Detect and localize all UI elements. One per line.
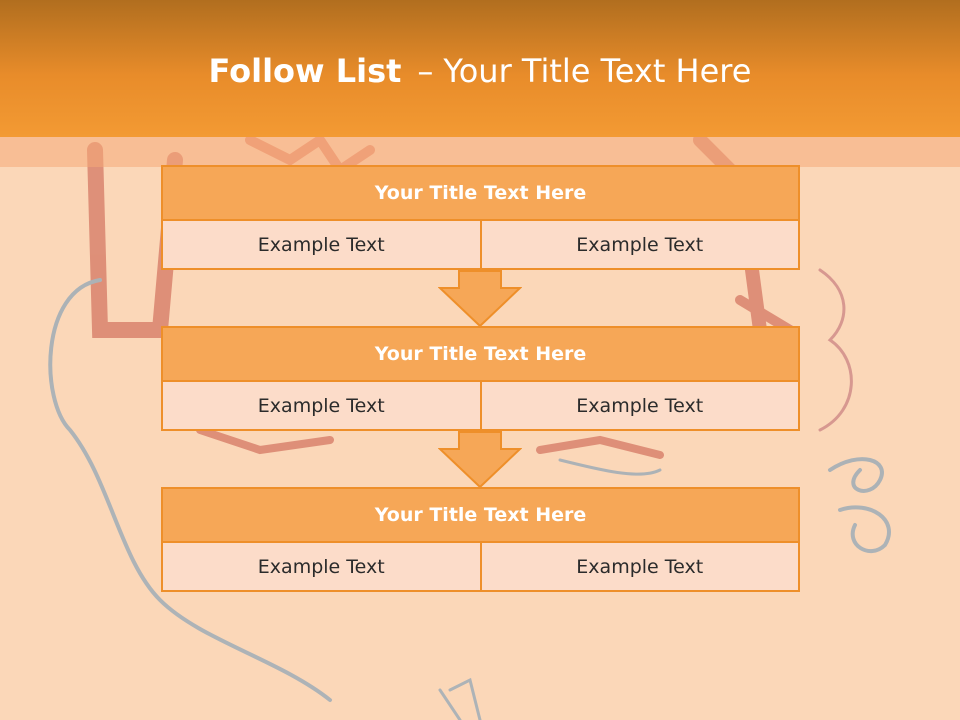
block-cell-left: Example Text xyxy=(161,543,482,592)
slide-title-bold: Follow List xyxy=(208,52,402,90)
header-bar xyxy=(0,0,960,137)
block-row: Example Text Example Text xyxy=(161,382,800,431)
list-block-2: Your Title Text Here Example Text Exampl… xyxy=(161,326,800,431)
down-arrow-icon xyxy=(438,270,522,328)
slide-title-rest: Your Title Text Here xyxy=(443,52,752,90)
list-block-1: Your Title Text Here Example Text Exampl… xyxy=(161,165,800,270)
header-divider-strip xyxy=(0,137,960,167)
block-row: Example Text Example Text xyxy=(161,221,800,270)
slide-title-separator: – xyxy=(417,52,434,90)
block-title: Your Title Text Here xyxy=(161,165,800,221)
slide-title: Follow List–Your Title Text Here xyxy=(0,52,960,90)
block-cell-left: Example Text xyxy=(161,382,482,431)
block-title: Your Title Text Here xyxy=(161,326,800,382)
block-cell-right: Example Text xyxy=(481,382,800,431)
block-title: Your Title Text Here xyxy=(161,487,800,543)
down-arrow-icon xyxy=(438,431,522,489)
block-row: Example Text Example Text xyxy=(161,543,800,592)
list-block-3: Your Title Text Here Example Text Exampl… xyxy=(161,487,800,592)
block-cell-left: Example Text xyxy=(161,221,482,270)
block-cell-right: Example Text xyxy=(481,543,800,592)
block-cell-right: Example Text xyxy=(481,221,800,270)
